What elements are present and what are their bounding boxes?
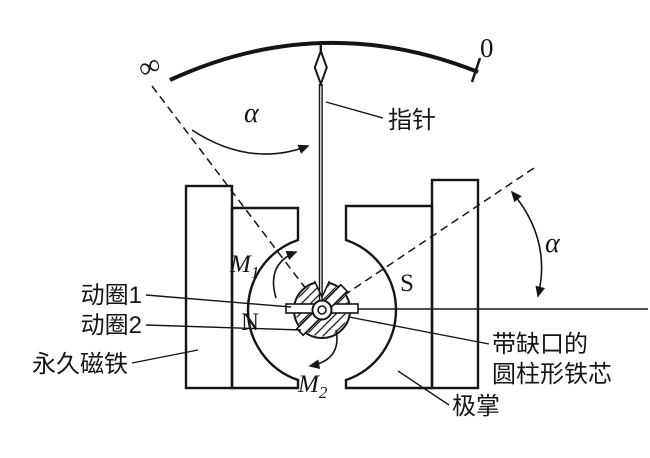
- infinity-position-dashed-line: [151, 85, 323, 311]
- needle-counterweight-diamond: [313, 48, 328, 87]
- hub-inner: [317, 305, 327, 315]
- coil1-leader-line: [145, 294, 292, 308]
- scale-infinity-label: ∞: [134, 47, 165, 85]
- notched-core-callout-line2: 圆柱形铁芯: [492, 361, 612, 388]
- coil2-leader-line: [145, 324, 302, 331]
- alpha-top-label: α: [244, 98, 260, 129]
- scale-zero-label: 0: [480, 33, 494, 63]
- deflection-dashed-line: [321, 167, 535, 311]
- coil1-callout: 动圈1: [81, 282, 142, 309]
- pointer-label: 指针: [388, 107, 436, 134]
- torque-m1-base: M: [229, 251, 252, 278]
- scale-zero-tick: [470, 57, 482, 83]
- permanent-magnet-callout: 永久磁铁: [32, 351, 128, 378]
- notched-core-callout-line1: 带缺口的: [492, 331, 588, 358]
- pole-shoe-leader-line: [397, 370, 450, 406]
- core-leader-line: [348, 316, 490, 345]
- left-pole-shoe: [230, 206, 300, 390]
- torque-m2-label: M2: [297, 371, 328, 402]
- alpha-top-arc-arrow: [191, 129, 310, 155]
- torque-m2-subscript: 2: [319, 383, 328, 402]
- pointer-leader-line: [325, 101, 384, 119]
- torque-m1-arrow: [272, 250, 298, 299]
- magnet-leader-line: [131, 349, 199, 364]
- scale-arc: [169, 40, 479, 82]
- torque-m2-base: M: [297, 371, 320, 398]
- spindle-hub: [311, 299, 333, 321]
- north-pole-label: N: [241, 309, 259, 336]
- alpha-right-arc-arrow: [510, 190, 545, 298]
- torque-m1-label: M1: [229, 251, 259, 282]
- right-magnet-limb: [430, 178, 480, 390]
- right-pole-shoe: [344, 204, 434, 390]
- alpha-right-label: α: [545, 228, 561, 259]
- pointer-needle: [313, 45, 328, 301]
- torque-m2-arrow: [308, 329, 338, 370]
- left-magnet-limb: [184, 184, 234, 390]
- magnet-assembly: [184, 178, 480, 390]
- pole-shoe-callout: 极掌: [452, 393, 500, 420]
- coil2-callout: 动圈2: [81, 312, 142, 339]
- south-pole-label: S: [400, 270, 414, 297]
- torque-m1-subscript: 1: [251, 263, 260, 282]
